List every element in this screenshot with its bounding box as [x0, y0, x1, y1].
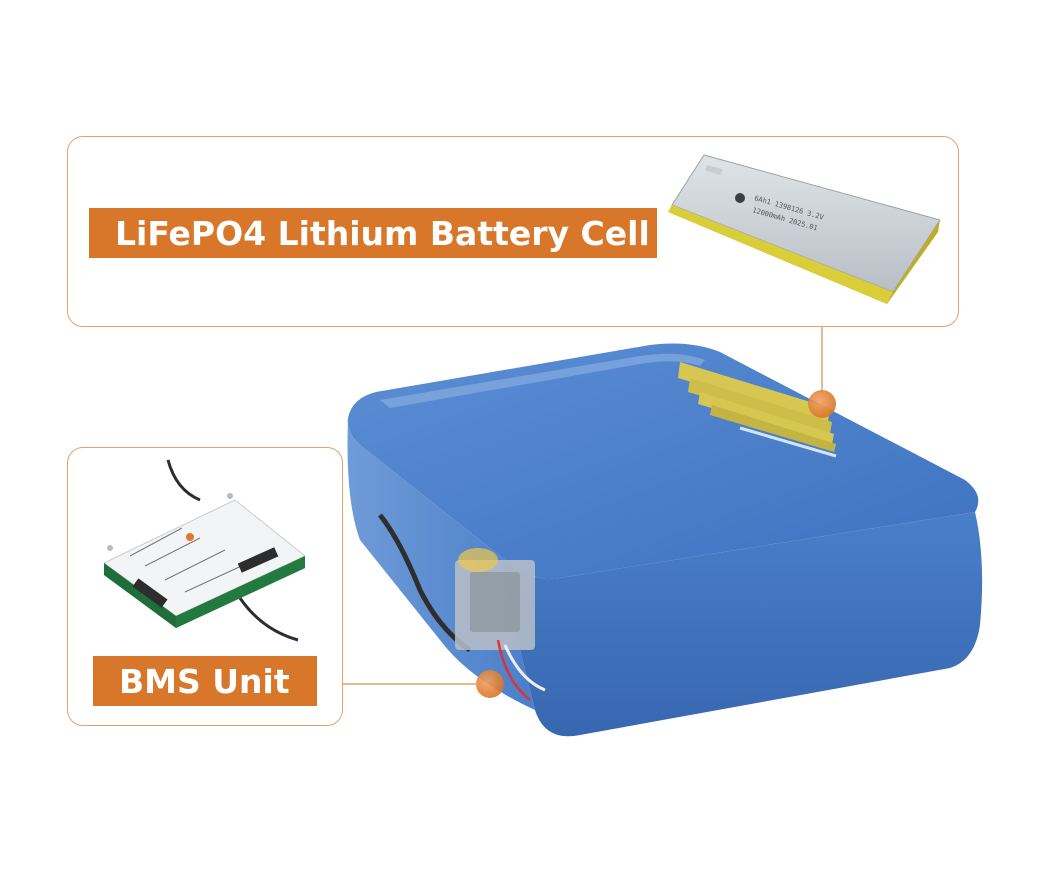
internal-cells: [678, 362, 837, 458]
cell-label: LiFePO4 Lithium Battery Cell: [89, 208, 657, 258]
cell-marker-dot: [808, 390, 836, 418]
internal-wiring: [378, 513, 546, 701]
bms-label: BMS Unit: [93, 656, 317, 706]
lifepo4-cell-illustration: 6Ah1 1398126 3.2V 12000mAh 2025.01: [668, 154, 941, 304]
bms-marker-dot: [476, 670, 504, 698]
bms-board-illustration: [103, 459, 306, 642]
battery-pack-illustration: [347, 343, 983, 737]
